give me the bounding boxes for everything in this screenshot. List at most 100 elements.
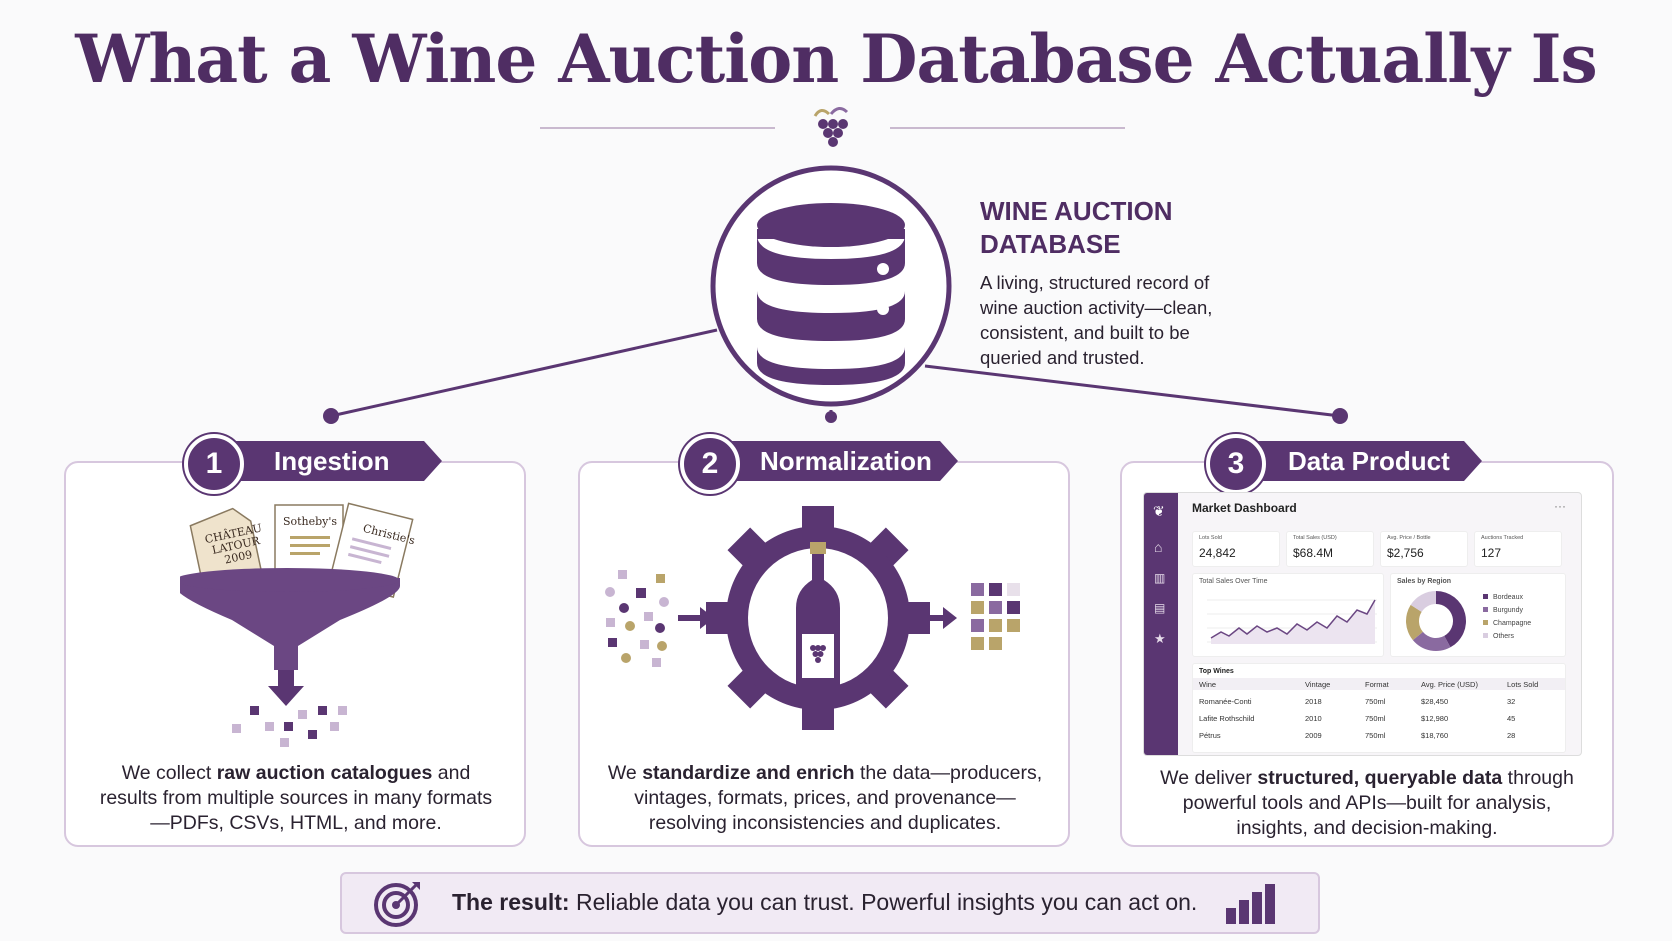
legend-label: Others bbox=[1493, 633, 1515, 640]
target-icon bbox=[374, 882, 420, 927]
legend-item: Champagne bbox=[1483, 620, 1531, 627]
dashboard-logo-icon: ❦ bbox=[1153, 503, 1165, 519]
legend-item: Bordeaux bbox=[1483, 594, 1523, 601]
desc-bold: standardize and enrich bbox=[642, 762, 855, 784]
legend-swatch bbox=[1483, 633, 1488, 638]
legend-label: Champagne bbox=[1493, 620, 1532, 627]
funnel-icon bbox=[180, 502, 414, 747]
sales-line-chart bbox=[1207, 599, 1377, 644]
desc-text: and results from multiple sources in man… bbox=[99, 762, 493, 834]
kpi-value: $68.4M bbox=[1293, 546, 1334, 560]
database-heading-line2: DATABASE bbox=[980, 229, 1121, 259]
wine-bottle-icon bbox=[796, 542, 840, 706]
kpi-value: 24,842 bbox=[1199, 546, 1236, 560]
table-title: Top Wines bbox=[1199, 668, 1234, 675]
kpi-value: $2,756 bbox=[1387, 546, 1424, 560]
ingestion-description: We collect raw auction catalogues and re… bbox=[96, 761, 496, 836]
desc-bold: structured, queryable data bbox=[1257, 767, 1503, 789]
region-donut-chart bbox=[1406, 591, 1466, 651]
market-dashboard: ❦ ⌂ ▥ ▤ ★ Market Dashboard ··· Lots Sold… bbox=[1143, 492, 1582, 756]
desc-text: We deliver bbox=[1160, 767, 1258, 789]
kpi-label: Avg. Price / Bottle bbox=[1387, 535, 1431, 541]
result-text: Reliable data you can trust. Powerful in… bbox=[575, 889, 1198, 915]
desc-bold: raw auction catalogues bbox=[216, 762, 433, 784]
page-title: What a Wine Auction Database Actually Is bbox=[75, 20, 1597, 98]
table-cell: 750ml bbox=[1365, 697, 1386, 706]
donut-slice-burgundy bbox=[1412, 631, 1451, 651]
table-cell: Pétrus bbox=[1199, 731, 1221, 740]
table-cell: $28,450 bbox=[1421, 697, 1449, 706]
result-statement: The result: Reliable data you can trust.… bbox=[452, 885, 1197, 919]
star-icon[interactable]: ★ bbox=[1154, 631, 1166, 646]
step2-number: 2 bbox=[680, 434, 740, 494]
legend-item: Burgundy bbox=[1483, 607, 1523, 614]
normalization-illustration bbox=[605, 506, 1020, 730]
database-heading: WINE AUCTION DATABASE bbox=[980, 195, 1240, 261]
kpi-avg-price: Avg. Price / Bottle $2,756 bbox=[1380, 531, 1468, 567]
kpi-value: 127 bbox=[1481, 546, 1502, 560]
table-cell: $18,760 bbox=[1421, 731, 1449, 740]
donut-slice-bordeaux bbox=[1436, 591, 1466, 648]
dashboard-sidebar: ❦ ⌂ ▥ ▤ ★ bbox=[1144, 493, 1178, 755]
table-cell: Romanée-Conti bbox=[1199, 697, 1252, 706]
table-header-bg bbox=[1193, 678, 1565, 690]
database-description: A living, structured record of wine auct… bbox=[980, 272, 1213, 368]
desc-text: through powerful tools and APIs—built fo… bbox=[1182, 767, 1574, 839]
kpi-label: Auctions Tracked bbox=[1481, 535, 1524, 541]
arrow-out-icon bbox=[921, 607, 957, 629]
arrow-in-icon bbox=[678, 607, 714, 629]
table-header-cell: Vintage bbox=[1305, 680, 1331, 689]
table-header-cell: Wine bbox=[1199, 680, 1217, 689]
region-chart-title: Sales by Region bbox=[1397, 578, 1452, 585]
legend-label: Bordeaux bbox=[1493, 594, 1523, 601]
donut-slice-others bbox=[1410, 591, 1436, 612]
table-cell: 750ml bbox=[1365, 714, 1386, 723]
database-icon bbox=[710, 165, 952, 407]
scattered-data-points bbox=[605, 570, 669, 667]
table-header-cell: Lots Sold bbox=[1507, 680, 1539, 689]
table-cell: Lafite Rothschild bbox=[1199, 714, 1255, 723]
title-divider-right bbox=[890, 127, 1125, 129]
step3-number: 3 bbox=[1206, 434, 1266, 494]
table-cell: 2009 bbox=[1305, 731, 1322, 740]
legend-swatch bbox=[1483, 620, 1488, 625]
chart-icon[interactable]: ▥ bbox=[1154, 571, 1166, 585]
kpi-label: Total Sales (USD) bbox=[1293, 535, 1337, 541]
title-divider-left bbox=[540, 127, 775, 129]
table-cell: 2010 bbox=[1305, 714, 1322, 723]
database-heading-line1: WINE AUCTION bbox=[980, 196, 1173, 226]
kpi-label: Lots Sold bbox=[1199, 535, 1222, 541]
kpi-lots-sold: Lots Sold 24,842 bbox=[1192, 531, 1280, 567]
sales-over-time-panel: Total Sales Over Time bbox=[1192, 573, 1384, 657]
step1-banner: Ingestion bbox=[232, 441, 442, 481]
table-cell: 45 bbox=[1507, 714, 1516, 723]
desc-text: We collect bbox=[121, 762, 217, 784]
result-bar bbox=[340, 872, 1320, 934]
legend-swatch bbox=[1483, 607, 1488, 612]
legend-item: Others bbox=[1483, 633, 1514, 640]
kpi-auctions-tracked: Auctions Tracked 127 bbox=[1474, 531, 1562, 567]
table-header-cell: Avg. Price (USD) bbox=[1421, 680, 1478, 689]
dashboard-menu-icon[interactable]: ··· bbox=[1554, 499, 1566, 513]
grape-icon bbox=[813, 107, 849, 147]
table-cell: $12,980 bbox=[1421, 714, 1449, 723]
table-icon[interactable]: ▤ bbox=[1154, 601, 1166, 615]
table-cell: 32 bbox=[1507, 697, 1516, 706]
legend-label: Burgundy bbox=[1493, 607, 1523, 614]
sothebys-document: Sotheby's bbox=[282, 515, 338, 528]
step3-banner: Data Product bbox=[1246, 441, 1482, 481]
kpi-total-sales: Total Sales (USD) $68.4M bbox=[1286, 531, 1374, 567]
bar-chart-icon bbox=[1226, 884, 1275, 924]
result-label: The result: bbox=[452, 889, 570, 915]
table-header-cell: Format bbox=[1365, 680, 1389, 689]
step1-number: 1 bbox=[184, 434, 244, 494]
line-chart-title: Total Sales Over Time bbox=[1199, 578, 1268, 585]
desc-text: We bbox=[607, 762, 643, 784]
dashboard-title: Market Dashboard bbox=[1192, 501, 1297, 515]
step2-banner: Normalization bbox=[718, 441, 958, 481]
home-icon[interactable]: ⌂ bbox=[1154, 539, 1163, 555]
table-cell: 750ml bbox=[1365, 731, 1386, 740]
table-cell: 28 bbox=[1507, 731, 1516, 740]
